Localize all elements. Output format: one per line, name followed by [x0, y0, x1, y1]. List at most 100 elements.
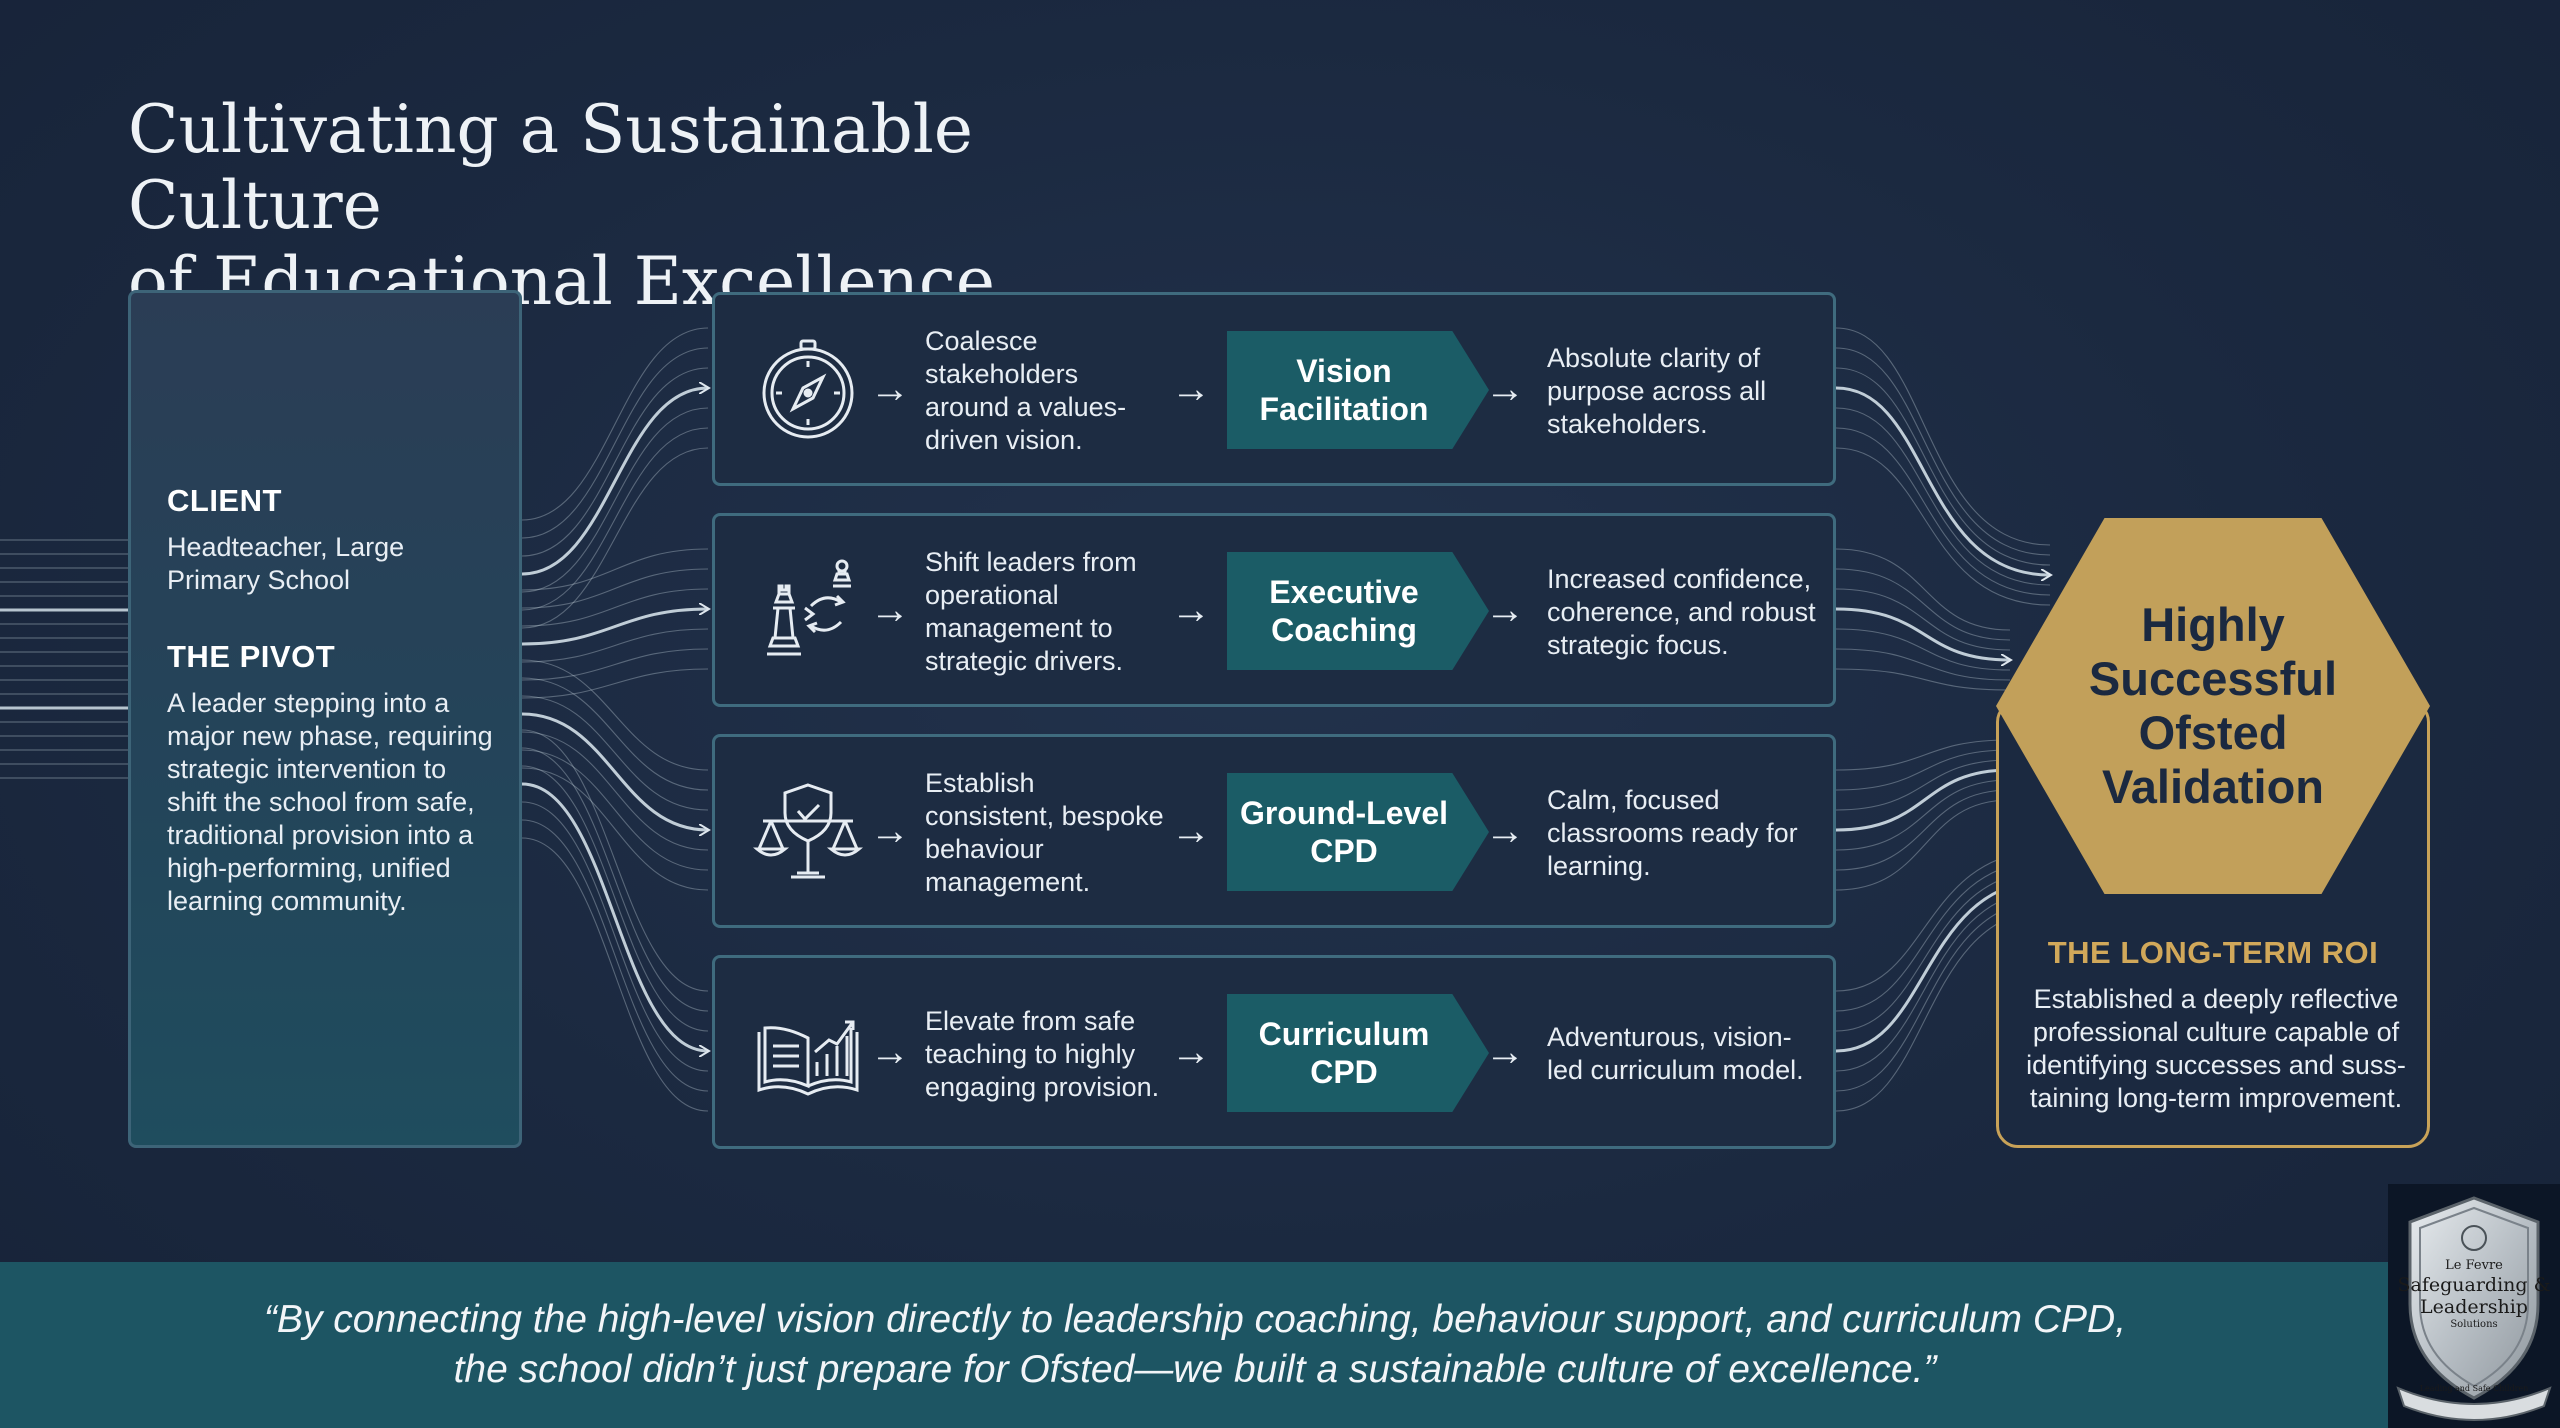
- flow-line: [521, 427, 709, 611]
- flow-line: [521, 782, 708, 1051]
- flow-line: [521, 388, 708, 576]
- arrow-icon: →: [1171, 588, 1211, 632]
- shield-icon: [2396, 1196, 2552, 1421]
- balance-scale-icon: [752, 777, 864, 887]
- logo-banner-text: Leading and Safe Children: [2419, 1384, 2529, 1393]
- intervention-badge: Executive Coaching: [1227, 552, 1489, 670]
- flow-line: [521, 447, 709, 629]
- client-heading: CLIENT: [167, 483, 282, 518]
- flow-line: [521, 668, 709, 699]
- intervention-badge: Vision Facilitation: [1227, 331, 1489, 449]
- flow-line: [521, 767, 709, 891]
- flow-line: [1835, 367, 2051, 566]
- flow-line: [521, 819, 709, 1092]
- row-description: Shift leaders from operational managemen…: [925, 547, 1137, 676]
- flow-line: [1835, 668, 2011, 691]
- row-outcome: Absolute clarity of purpose across all s…: [1547, 342, 1767, 439]
- flow-line: [1835, 770, 2010, 832]
- flow-line: [521, 327, 709, 521]
- chess-pieces-icon: [753, 556, 863, 666]
- row-description: Coalesce stakeholders around a values-dr…: [925, 326, 1127, 455]
- flow-line: [1835, 327, 2051, 546]
- flow-line: [1835, 447, 2051, 606]
- flow-line: [1835, 648, 2011, 681]
- roi-text: Established a deeply reflective professi…: [2026, 984, 2406, 1113]
- testimonial-quote: “By connecting the high-level vision dir…: [195, 1295, 2195, 1395]
- arrow-icon: →: [870, 588, 910, 632]
- logo-line-3: Solutions: [2450, 1319, 2498, 1330]
- arrow-icon: →: [870, 367, 910, 411]
- arrow-icon: →: [1485, 588, 1525, 632]
- pivot-text: A leader stepping into a major new phase…: [167, 688, 493, 916]
- compass-icon: [753, 335, 863, 445]
- pivot-heading: THE PIVOT: [167, 639, 336, 674]
- flow-line: [521, 407, 709, 593]
- flow-line: [1835, 568, 2011, 641]
- flow-line: [1835, 799, 2011, 891]
- flow-line: [1835, 548, 2011, 631]
- title-line-1: Cultivating a Sustainable Culture: [128, 91, 973, 244]
- flow-line: [521, 712, 708, 830]
- arrow-icon: →: [870, 1030, 910, 1074]
- row-ground-level-cpd: → Establish consistent, bespoke behaviou…: [712, 734, 1836, 928]
- flow-line: [521, 548, 709, 591]
- logo-line-2: Safeguarding & Leadership: [2397, 1274, 2551, 1318]
- flow-line: [521, 367, 709, 557]
- flow-line: [521, 765, 709, 1032]
- flow-line: [1835, 347, 2051, 556]
- flow-line: [521, 648, 709, 681]
- row-vision-facilitation: → Coalesce stakeholders around a values-…: [712, 292, 1836, 486]
- company-logo: Le Fevre Safeguarding & Leadership Solut…: [2388, 1184, 2560, 1428]
- open-book-chart-icon: [753, 998, 863, 1108]
- flow-line: [1835, 749, 2011, 791]
- roi-heading: THE LONG-TERM ROI: [2047, 935, 2379, 970]
- client-panel: CLIENT Headteacher, Large Primary School…: [128, 290, 522, 1148]
- row-description: Establish consistent, bespoke behaviour …: [925, 768, 1164, 897]
- flow-line: [521, 801, 709, 1072]
- flow-line: [1835, 789, 2011, 871]
- intervention-badge: Curriculum CPD: [1227, 994, 1489, 1112]
- logo-line-1: Le Fevre: [2445, 1258, 2503, 1273]
- row-description: Elevate from safe teaching to highly eng…: [925, 1005, 1160, 1102]
- flow-line: [1835, 739, 2011, 771]
- flow-line: [1835, 607, 2010, 660]
- flow-line: [521, 837, 709, 1112]
- flow-line: [521, 731, 709, 851]
- flow-line: [1835, 386, 2050, 575]
- flow-line: [1835, 407, 2051, 586]
- flow-line: [521, 347, 709, 539]
- row-outcome: Increased confidence, coherence, and rob…: [1547, 563, 1816, 660]
- row-outcome: Adventurous, vision-led curriculum model…: [1547, 1022, 1804, 1085]
- quote-line-1: “By connecting the high-level vision dir…: [263, 1298, 2127, 1341]
- intervention-badge: Ground-Level CPD: [1227, 773, 1489, 891]
- quote-bar: “By connecting the high-level vision dir…: [0, 1262, 2390, 1428]
- flow-line: [1835, 628, 2011, 671]
- flow-line: [1835, 759, 2011, 811]
- flow-line: [521, 729, 709, 992]
- flow-line: [1835, 779, 2011, 851]
- flow-line: [521, 749, 709, 871]
- arrow-icon: →: [1485, 367, 1525, 411]
- arrow-icon: →: [1485, 1030, 1525, 1074]
- flow-line: [521, 588, 709, 627]
- row-outcome: Calm, focused classrooms ready for learn…: [1547, 784, 1798, 881]
- arrow-icon: →: [1171, 367, 1211, 411]
- flow-line: [521, 628, 709, 663]
- logo-text: Le Fevre Safeguarding & Leadership Solut…: [2388, 1258, 2560, 1332]
- flow-line: [521, 659, 709, 771]
- quote-line-2: the school didn’t just prepare for Ofste…: [453, 1348, 1937, 1391]
- arrow-icon: →: [1171, 1030, 1211, 1074]
- client-text: Headteacher, Large Primary School: [167, 532, 405, 595]
- arrow-icon: →: [1171, 809, 1211, 853]
- flow-line: [521, 695, 709, 811]
- flow-line: [1835, 588, 2011, 651]
- arrow-icon: →: [870, 809, 910, 853]
- flow-line: [521, 747, 709, 1012]
- result-label: Highly Successful Ofsted Validation: [2088, 598, 2338, 813]
- flow-line: [521, 677, 709, 791]
- flow-line: [521, 568, 709, 609]
- row-curriculum-cpd: → Elevate from safe teaching to highly e…: [712, 955, 1836, 1149]
- arrow-icon: →: [1485, 809, 1525, 853]
- flow-line: [1835, 427, 2051, 596]
